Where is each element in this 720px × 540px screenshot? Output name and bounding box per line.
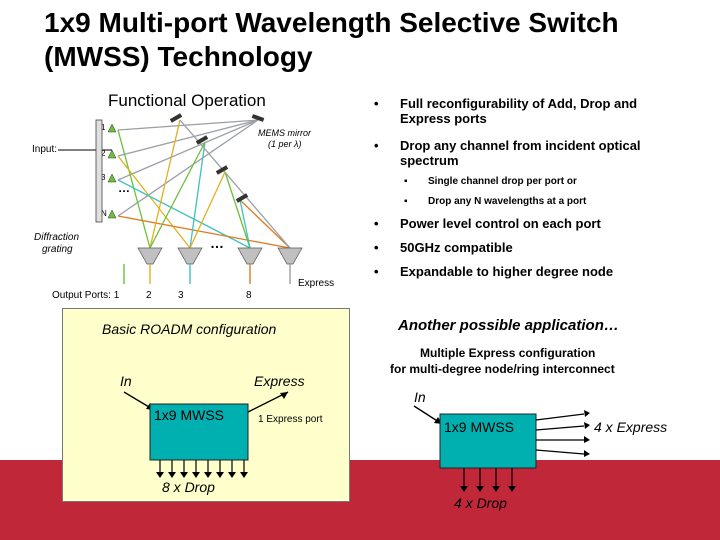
another-subtitle-2: for multi-degree node/ring interconnect (390, 362, 615, 376)
output-port-8: 8 (246, 290, 252, 301)
another-mwss-label: 1x9 MWSS (444, 419, 514, 435)
basic-in-label: In (120, 373, 132, 389)
functional-operation-diagram: Functional Operation λ1 λ2 λ3 λN … Input… (32, 91, 334, 301)
another-title: Another possible application… (397, 317, 619, 334)
bullet-item: • Power level control on each port (374, 216, 601, 231)
output-ports-label: Output Ports: 1 (52, 290, 120, 301)
another-mwss-box (439, 413, 537, 469)
express-port-label: Express (298, 278, 334, 289)
mems-label-2: (1 per λ) (268, 139, 301, 149)
collimator-ellipsis: … (210, 235, 224, 251)
basic-roadm-diagram: Basic ROADM configuration In Express 1x9… (102, 321, 323, 495)
bullet-item: • Full reconfigurability of Add, Drop an… (374, 96, 638, 126)
basic-express-port-label: 1 Express port (258, 414, 323, 425)
basic-mwss-box (149, 403, 249, 461)
page-title: 1x9 Multi-port Wavelength Selective Swit… (44, 6, 619, 74)
grating-label-1: Diffraction (34, 232, 79, 243)
output-fibers (123, 264, 291, 284)
title-line-1: 1x9 Multi-port Wavelength Selective Swit… (44, 7, 619, 38)
another-in-label: In (414, 389, 426, 405)
basic-drop-label: 8 x Drop (162, 479, 215, 495)
another-express-arrows (535, 413, 585, 455)
output-collimators (137, 247, 303, 265)
another-drop-label: 4 x Drop (454, 495, 507, 511)
grating-label-2: grating (42, 244, 73, 255)
optical-beams (117, 119, 291, 249)
diffraction-grating (95, 119, 103, 223)
basic-express-label: Express (254, 373, 305, 389)
basic-roadm-title: Basic ROADM configuration (102, 321, 277, 337)
bullet-item: • 50GHz compatible (374, 240, 513, 255)
sub-bullet-item: ▪ Drop any N wavelengths at a port (404, 196, 587, 207)
input-label: Input: (32, 144, 57, 155)
title-line-2: (MWSS) Technology (44, 41, 313, 72)
output-port-3: 3 (178, 290, 184, 301)
diagram-heading: Functional Operation (108, 91, 266, 110)
basic-drop-arrows (159, 460, 245, 474)
another-drop-arrows (463, 468, 513, 488)
bullet-item: • Drop any channel from incident optical… (374, 138, 641, 168)
another-subtitle-1: Multiple Express configuration (420, 346, 595, 360)
mems-mirror-array (169, 113, 265, 203)
output-port-2: 2 (146, 290, 152, 301)
sub-bullet-item: ▪ Single channel drop per port or (404, 176, 577, 187)
basic-mwss-label: 1x9 MWSS (154, 407, 224, 423)
mems-label-1: MEMS mirror (258, 128, 312, 138)
bullet-item: • Expandable to higher degree node (374, 264, 614, 279)
another-express-label: 4 x Express (594, 419, 667, 435)
another-application-diagram: Another possible application… Multiple E… (390, 317, 667, 511)
